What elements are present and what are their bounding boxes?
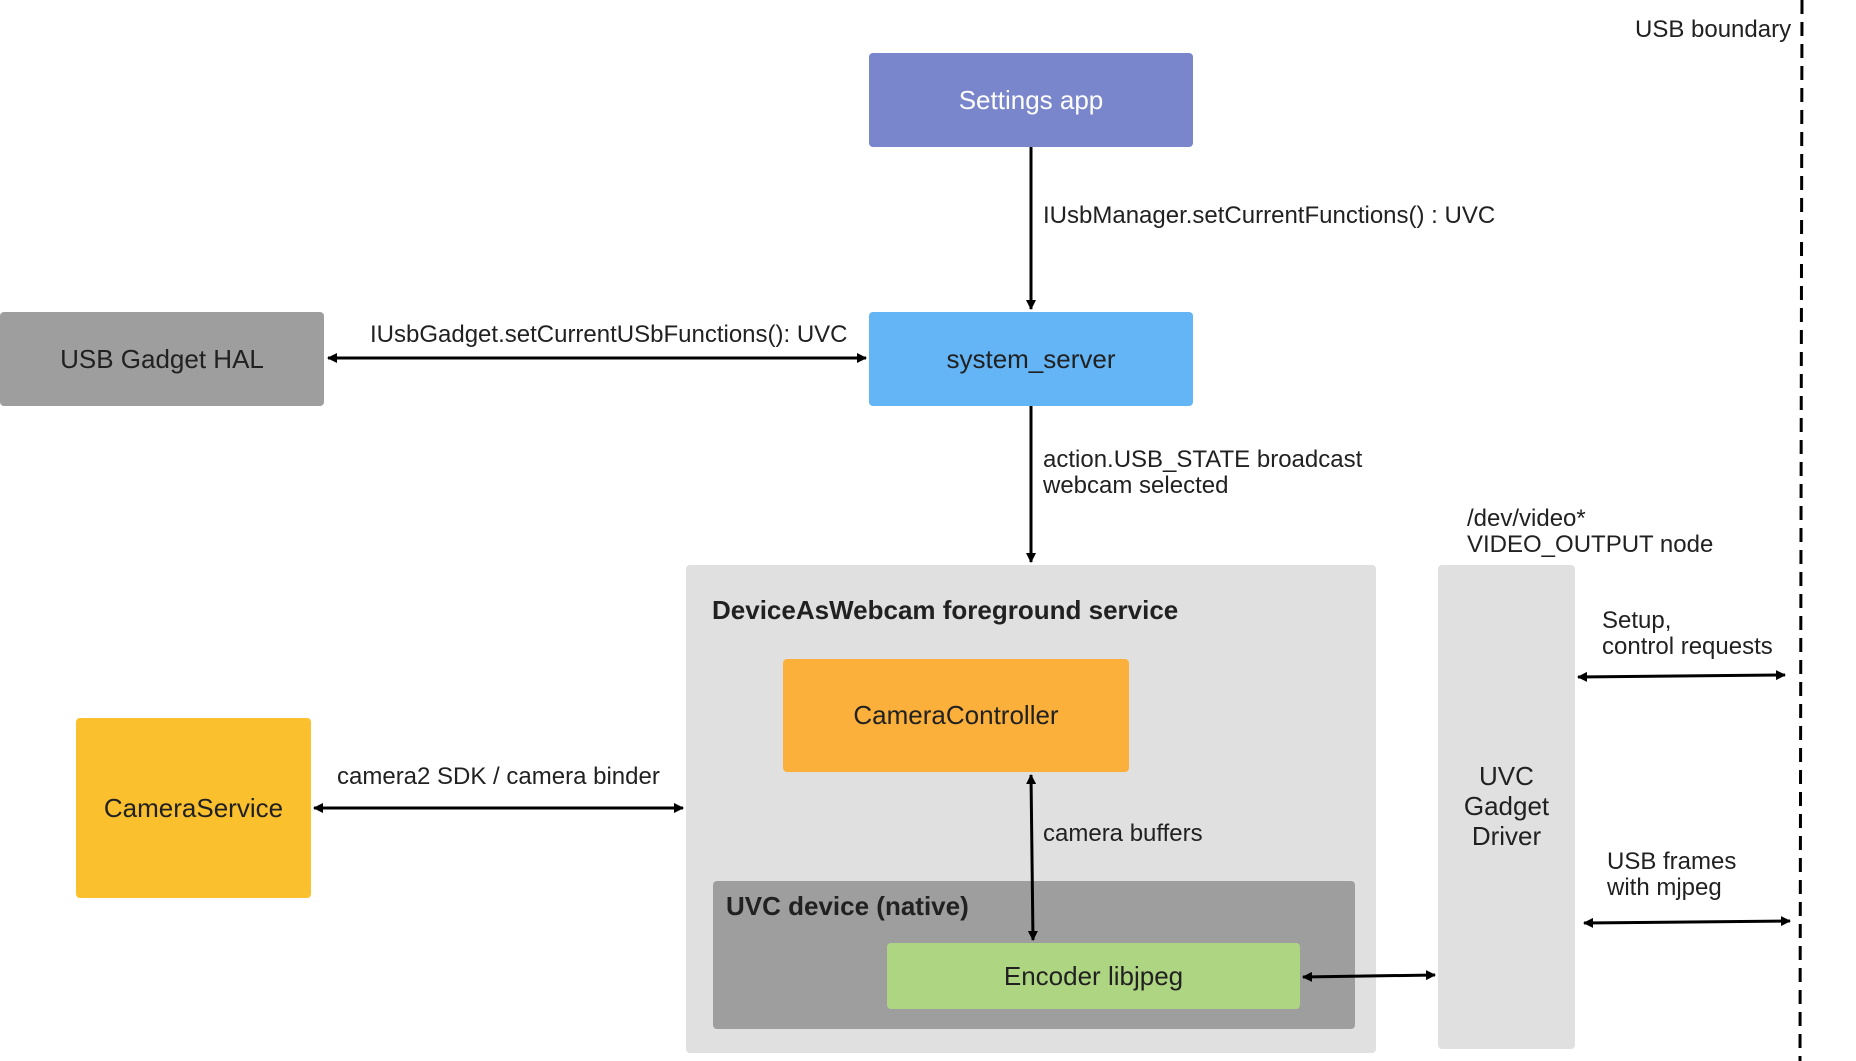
camera-controller-node: CameraController — [783, 659, 1129, 772]
gadget-functions-label: IUsbGadget.setCurrentUSbFunctions(): UVC — [370, 321, 848, 348]
camera-service-node: CameraService — [76, 718, 311, 898]
set-functions-label: IUsbManager.setCurrentFunctions() : UVC — [1043, 202, 1496, 229]
arrow-driver-frames — [1583, 916, 1791, 928]
arrow-controller-encoder — [1026, 774, 1038, 941]
settings-app-node: Settings app — [869, 53, 1193, 147]
usb-boundary-line — [1798, 0, 1804, 1061]
arrow-driver-setup — [1577, 670, 1786, 682]
camera-binder-label: camera2 SDK / camera binder — [337, 763, 660, 790]
service-title: DeviceAsWebcam foreground service — [712, 595, 1179, 625]
system-server-node: system_server — [869, 312, 1193, 406]
encoder-libjpeg-node: Encoder libjpeg — [887, 943, 1300, 1009]
broadcast-label: action.USB_STATE broadcast webcam select… — [1043, 446, 1363, 500]
camera-buffers-label: camera buffers — [1043, 820, 1203, 847]
usb-boundary-label: USB boundary — [1635, 16, 1792, 43]
video-node-label: /dev/video* VIDEO_OUTPUT node — [1467, 505, 1714, 559]
arrow-encoder-driver — [1302, 970, 1436, 982]
uvc-gadget-driver-node: UVC Gadget Driver — [1438, 565, 1575, 1049]
usb-gadget-hal-node: USB Gadget HAL — [0, 312, 324, 406]
usb-frames-label: USB frames with mjpeg — [1607, 848, 1737, 902]
setup-requests-label: Setup, control requests — [1602, 607, 1773, 661]
uvc-device-title: UVC device (native) — [726, 891, 969, 921]
